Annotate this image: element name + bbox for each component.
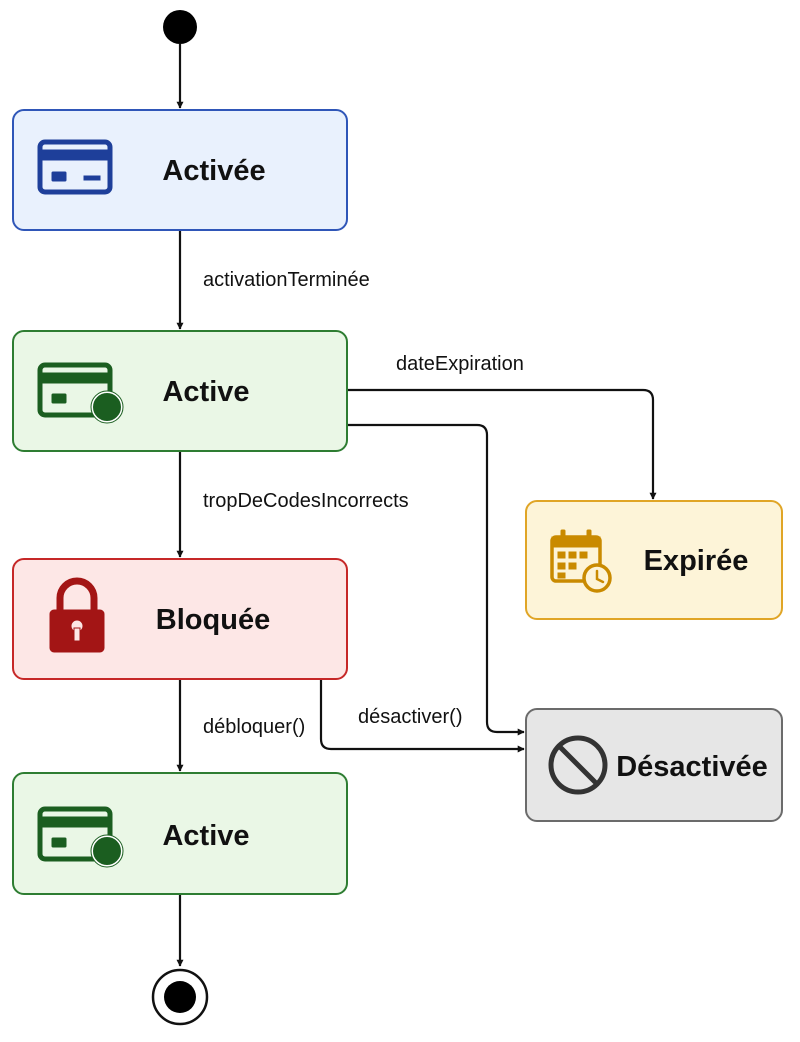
edge-label-debloquer: débloquer() [203, 716, 305, 738]
edge-label-desactiver: désactiver() [358, 706, 462, 728]
state-expiree-label: Expirée [644, 545, 749, 577]
edge-label-date-expiration: dateExpiration [396, 353, 524, 375]
edge-bloquee-to-desactivee [319, 679, 525, 753]
credit-card-icon [37, 139, 113, 195]
state-active-primary: Active [12, 330, 348, 452]
edge-active-to-desactivee [347, 423, 525, 736]
prohibited-icon [548, 735, 608, 795]
state-active-secondary-box [12, 772, 348, 895]
calendar-clock-icon [550, 529, 612, 593]
credit-card-check-icon [37, 362, 124, 424]
edge-label-trop-de-codes: tropDeCodesIncorrects [203, 490, 409, 512]
state-desactivee-box [525, 708, 783, 822]
padlock-icon [49, 577, 105, 653]
edge-label-activation-terminee: activationTerminée [203, 269, 370, 291]
state-activee: Activée [12, 109, 348, 231]
state-desactivee: Désactivée [525, 708, 783, 822]
state-active-secondary-label: Active [162, 820, 249, 852]
state-bloquee: Bloquée [12, 558, 348, 680]
edge-active-to-expiree [347, 388, 657, 500]
state-active-primary-label: Active [162, 376, 249, 408]
state-desactivee-label: Désactivée [616, 751, 768, 783]
final-node [151, 968, 209, 1026]
state-active-secondary: Active [12, 772, 348, 895]
state-expiree: Expirée [525, 500, 783, 620]
credit-card-check-icon [37, 806, 124, 868]
state-active-primary-box [12, 330, 348, 452]
state-bloquee-label: Bloquée [156, 604, 270, 636]
initial-node [163, 10, 197, 44]
state-activee-label: Activée [162, 155, 265, 187]
